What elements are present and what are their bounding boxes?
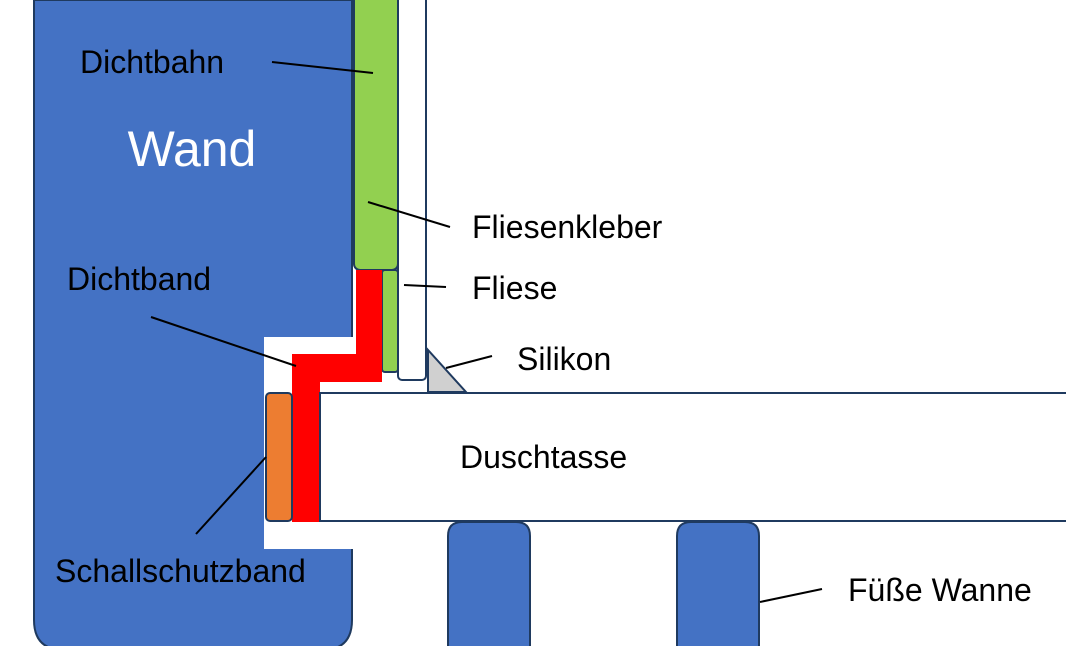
tray-foot-left (447, 521, 531, 646)
label-silikon: Silikon (517, 341, 611, 377)
dichtband-tape (292, 270, 382, 522)
label-schallschutzband: Schallschutzband (55, 553, 306, 589)
label-duschtasse: Duschtasse (460, 439, 627, 475)
label-dichtbahn: Dichtbahn (80, 44, 224, 80)
leader-dichtbahn (271, 61, 374, 74)
leader-fuesse-wanne (759, 588, 823, 603)
wall-block (33, 0, 353, 646)
leader-dichtband (150, 316, 297, 367)
tray-foot-right (676, 521, 760, 646)
label-fliesenkleber: Fliesenkleber (472, 209, 663, 245)
label-dichtband: Dichtband (67, 261, 211, 297)
leader-fliesenkleber (367, 201, 451, 228)
fliesenkleber-strip (381, 269, 399, 373)
fliese-tile (397, 0, 427, 381)
label-fuesse-wanne: Füße Wanne (848, 572, 1032, 608)
leader-schallschutzband (195, 456, 267, 535)
label-wand: Wand (128, 121, 257, 177)
label-fliese: Fliese (472, 270, 557, 306)
leader-fliese (403, 284, 447, 288)
silikon-joint (427, 347, 469, 393)
dichtbahn-membrane (353, 0, 399, 271)
schallschutzband-strip (265, 392, 293, 522)
leader-silikon (445, 355, 493, 369)
duschtasse-tray (319, 392, 1066, 522)
